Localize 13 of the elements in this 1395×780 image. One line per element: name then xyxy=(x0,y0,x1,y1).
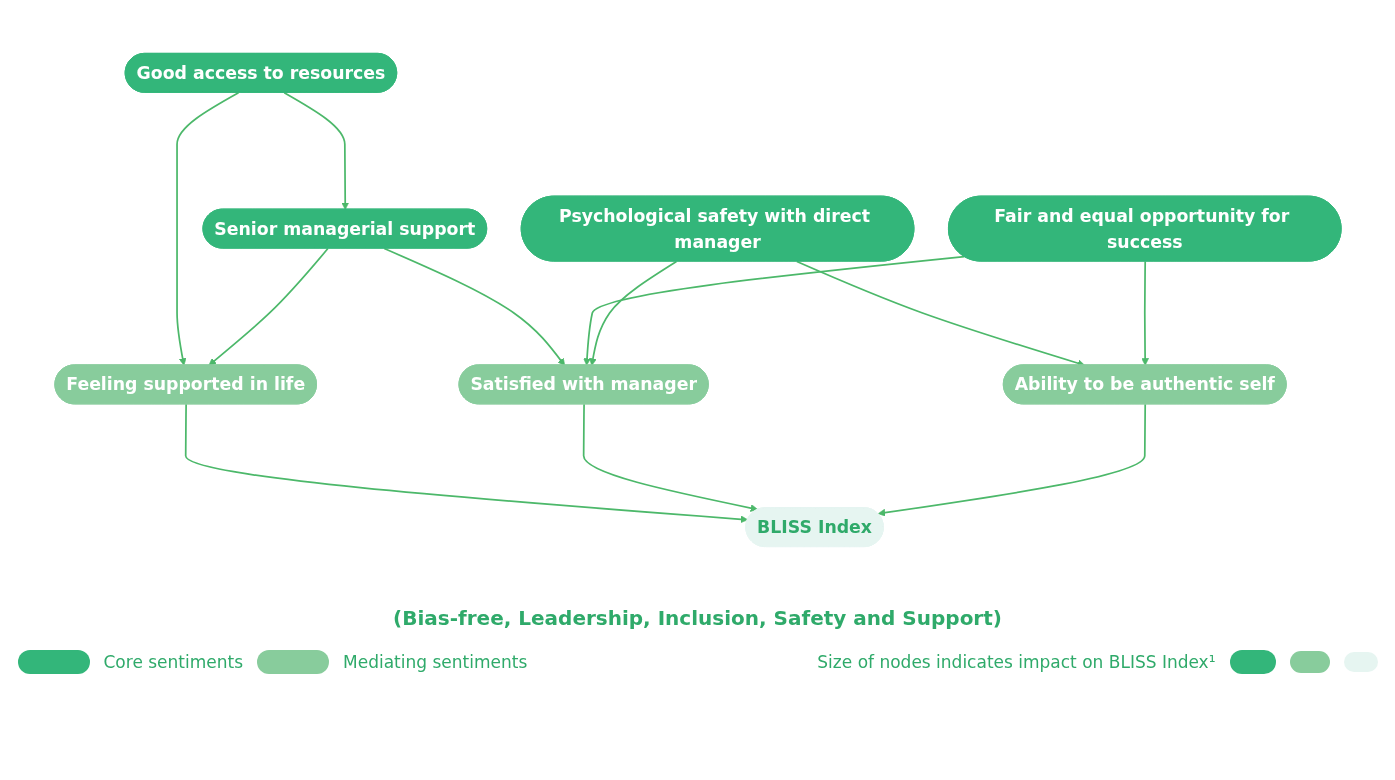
note-text: (Bias-free, Leadership, Inclusion, Safety and Support) xyxy=(393,606,1002,630)
arrow xyxy=(588,260,677,366)
arrow xyxy=(877,403,1146,517)
arrow xyxy=(582,403,758,512)
legend-text: Mediating sentiments xyxy=(343,652,528,672)
arrow xyxy=(1140,260,1149,366)
arrow xyxy=(184,403,748,524)
arrow xyxy=(582,255,965,366)
arrow xyxy=(282,91,349,210)
arrow xyxy=(175,91,239,366)
legend-text: Size of nodes indicates impact on BLISS Index¹ xyxy=(817,652,1216,672)
arrow xyxy=(208,247,329,366)
legend-text: Core sentiments xyxy=(103,652,244,672)
